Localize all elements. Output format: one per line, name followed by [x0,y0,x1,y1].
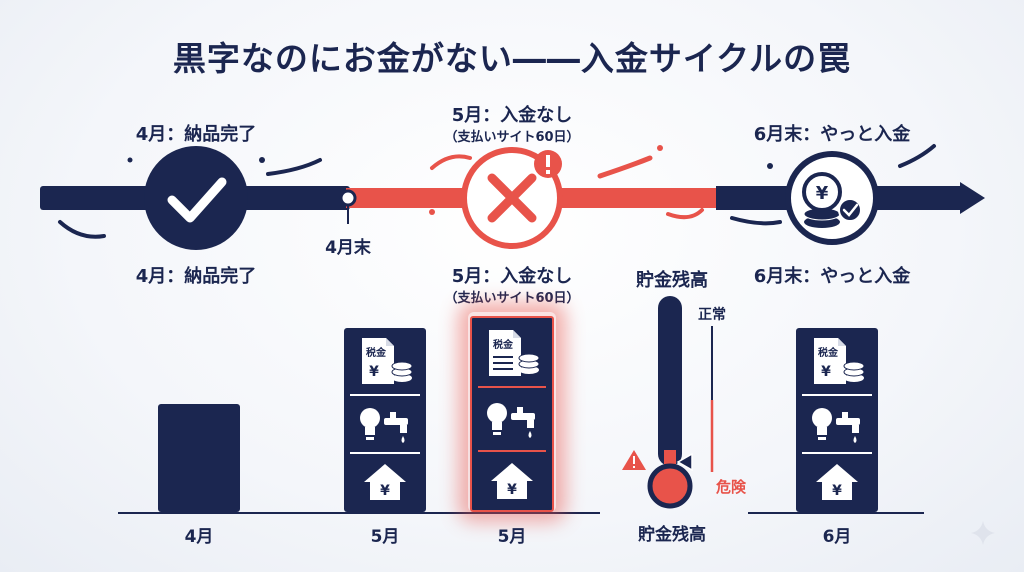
bar-april [158,404,240,512]
splash-dot [259,157,265,163]
bar-may-highlighted: 税金 ¥ [470,316,554,512]
lightbulb-icon [487,403,507,435]
tax-segment: 税金 ¥ [344,332,426,392]
splash-stroke [898,144,936,168]
x-icon [487,173,537,223]
faucet-icon [836,412,860,443]
tax-segment-alert: 税金 [472,324,552,384]
check-circle [144,146,248,250]
splash-stroke [597,155,653,179]
svg-text:税金: 税金 [493,338,514,351]
approve-check-icon [838,198,862,222]
chart-baseline-right [748,512,924,514]
splash-stroke [266,158,322,176]
scale-normal-label: 正常 [698,307,726,323]
page-title: 黒字なのにお金がない――入金サイクルの罠 [172,39,852,78]
thermometer-bottom-label: 貯金残高 [638,525,706,545]
splash-stroke [430,154,472,170]
lightbulb-icon [812,408,832,440]
chart-april-label: 4月：納品完了 [135,266,257,287]
rent-segment: ¥ [344,456,426,508]
thermometer [622,296,714,509]
timeline-june-label: 6月末：やっと入金 [753,124,911,145]
x-label-may-2: 5月 [497,527,527,547]
bar-may-expenses: 税金 ¥ ¥ [344,328,426,512]
x-label-april: 4月 [184,527,214,547]
tax-document-icon: 税金 [489,330,540,376]
sparkle-icon [971,521,995,545]
thermometer-title: 貯金残高 [636,270,708,291]
level-pointer [676,452,693,472]
chart-june-label: 6月末：やっと入金 [753,266,911,287]
tax-segment: 税金 ¥ [796,332,878,392]
svg-text:税金: 税金 [818,346,839,359]
timeline-may-label: 5月：入金なし [451,105,573,126]
chart-may-sub: （支払いサイト60日） [444,291,580,306]
faucet-icon [511,407,535,438]
svg-text:¥: ¥ [816,183,829,204]
utilities-segment [344,398,426,450]
yen-symbol: ¥ [369,364,379,380]
house-icon: ¥ [816,464,858,500]
tax-document-icon: 税金 ¥ [362,338,413,384]
rent-segment-alert: ¥ [472,454,552,508]
svg-text:¥: ¥ [380,483,390,499]
lightbulb-icon [360,408,380,440]
splash-dot [767,163,773,169]
rent-segment: ¥ [796,456,878,508]
yen-coin-icon [802,172,842,212]
utilities-segment-alert [472,390,552,448]
house-icon: ¥ [364,464,406,500]
splash-dot [657,145,663,151]
svg-text:¥: ¥ [507,482,517,498]
check-icon [167,177,227,223]
thermometer-bulb [647,463,693,509]
bar-june-expenses: 税金 ¥ ¥ [796,328,878,512]
scale-danger-label: 危険 [716,478,747,496]
splash-stroke [58,220,106,239]
timeline-april-label: 4月：納品完了 [135,124,257,145]
x-label-june: 6月 [822,527,852,547]
splash-stroke [666,208,704,220]
timeline-may-sub: （支払いサイト60日） [444,130,580,145]
april-end-marker [339,189,357,207]
svg-text:¥: ¥ [821,364,831,380]
chart-baseline [118,512,600,514]
tax-label: 税金 [366,346,387,359]
splash-dot [429,209,435,215]
svg-text:¥: ¥ [832,483,842,499]
chart-may-label: 5月：入金なし [451,266,573,287]
x-label-may-1: 5月 [370,527,400,547]
splash-dot [127,157,133,163]
utilities-segment [796,398,878,450]
tax-document-icon: 税金 ¥ [814,338,865,384]
splash-stroke [730,216,782,226]
timeline-arrowhead [960,182,985,214]
timeline-april-end: 4月末 [325,238,371,258]
house-icon: ¥ [491,463,533,499]
faucet-icon [384,412,408,443]
